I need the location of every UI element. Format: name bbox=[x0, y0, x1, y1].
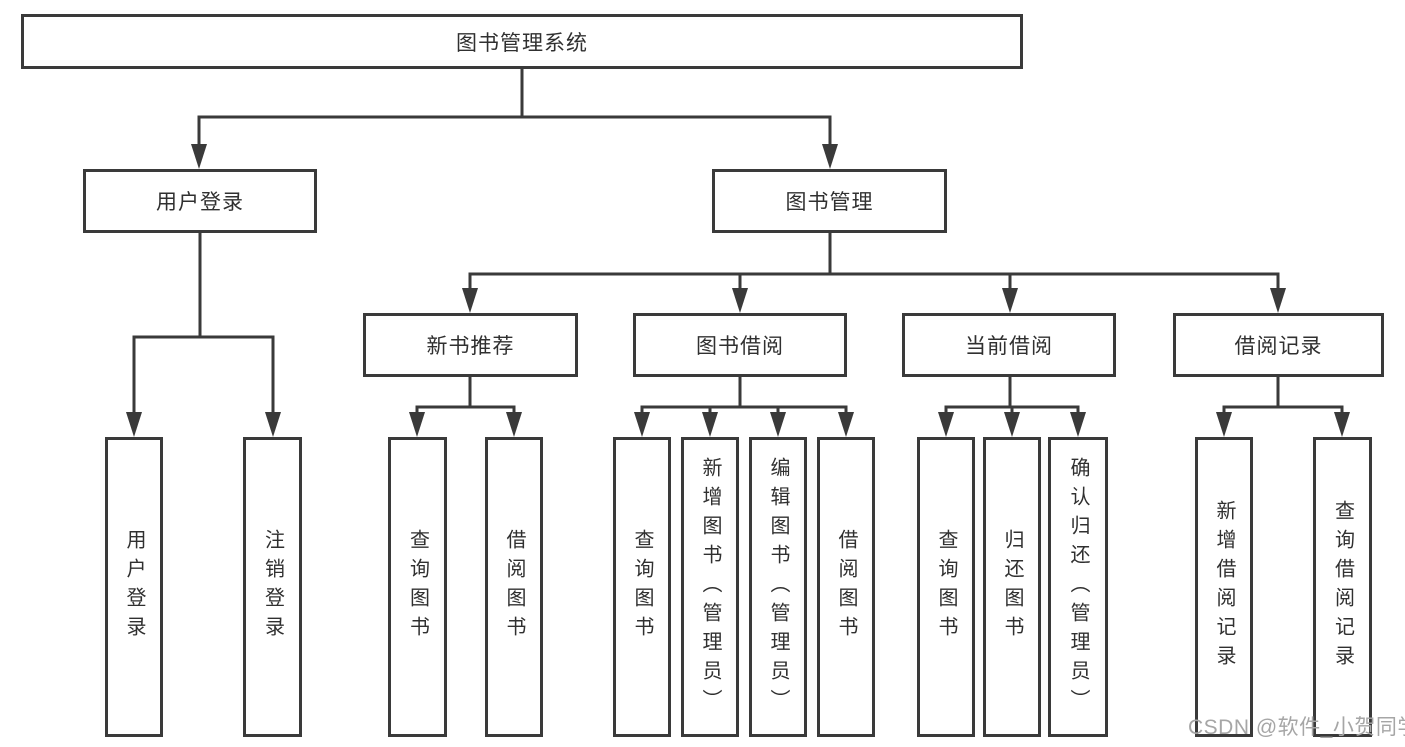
connector-line bbox=[640, 375, 848, 418]
leaf-label: 查询借阅记录 bbox=[1331, 500, 1354, 674]
node-book-management: 图书管理 bbox=[712, 169, 947, 233]
arrowhead bbox=[634, 412, 650, 437]
arrowhead bbox=[938, 412, 954, 437]
leaf-label: 用户登录 bbox=[123, 529, 145, 645]
arrowhead bbox=[838, 412, 854, 437]
node-book-borrow: 图书借阅 bbox=[633, 313, 847, 377]
node-label: 新书推荐 bbox=[426, 335, 515, 358]
connector-line bbox=[132, 231, 275, 418]
arrowhead bbox=[1334, 412, 1350, 437]
leaf-label: 借阅图书 bbox=[835, 529, 857, 645]
leaf-label: 查询图书 bbox=[406, 529, 429, 645]
leaf-borrow-books-recommend: 借阅图书 bbox=[485, 437, 543, 737]
connector-line bbox=[944, 375, 1080, 418]
leaf-label: 注销登录 bbox=[261, 529, 284, 645]
node-label: 用户登录 bbox=[156, 191, 244, 214]
node-label: 借阅记录 bbox=[1234, 335, 1323, 358]
arrowhead bbox=[1004, 412, 1020, 437]
arrowhead bbox=[1070, 412, 1086, 437]
connector-new-book-branch bbox=[409, 375, 522, 437]
arrowhead bbox=[702, 412, 718, 437]
leaf-logout: 注销登录 bbox=[243, 437, 302, 737]
connector-line bbox=[1222, 375, 1344, 418]
node-label: 图书借阅 bbox=[696, 335, 784, 358]
leaf-label: 归还图书 bbox=[1001, 529, 1023, 645]
node-user-login: 用户登录 bbox=[83, 169, 317, 233]
arrowhead bbox=[462, 288, 478, 313]
connector-borrow-records-branch bbox=[1216, 375, 1350, 437]
leaf-label: 借阅图书 bbox=[503, 529, 525, 645]
connector-current-borrow-branch bbox=[938, 375, 1086, 437]
leaf-edit-books-admin: 编辑图书（管理员） bbox=[749, 437, 807, 737]
node-label: 当前借阅 bbox=[965, 335, 1053, 358]
leaf-add-borrow-record: 新增借阅记录 bbox=[1195, 437, 1253, 737]
connector-user-login-branch bbox=[126, 231, 281, 437]
leaf-borrow-books: 借阅图书 bbox=[817, 437, 875, 737]
node-label: 图书管理系统 bbox=[456, 31, 588, 55]
node-current-borrow: 当前借阅 bbox=[902, 313, 1116, 377]
connector-root-to-level2 bbox=[191, 67, 838, 169]
leaf-user-login: 用户登录 bbox=[105, 437, 163, 737]
leaf-query-books-recommend: 查询图书 bbox=[388, 437, 447, 737]
arrowhead bbox=[191, 144, 207, 169]
connector-book-borrow-branch bbox=[634, 375, 854, 437]
arrowhead bbox=[265, 412, 281, 437]
node-borrow-records: 借阅记录 bbox=[1173, 313, 1384, 377]
arrowhead bbox=[1216, 412, 1232, 437]
connector-line bbox=[415, 375, 516, 418]
leaf-query-borrow-record: 查询借阅记录 bbox=[1313, 437, 1372, 737]
leaf-label: 新增图书（管理员） bbox=[699, 456, 721, 718]
node-library-system: 图书管理系统 bbox=[21, 14, 1023, 69]
arrowhead bbox=[126, 412, 142, 437]
leaf-query-books-borrow: 查询图书 bbox=[613, 437, 671, 737]
connector-line bbox=[468, 231, 1280, 294]
arrowhead bbox=[1002, 288, 1018, 313]
leaf-label: 确认归还（管理员） bbox=[1067, 456, 1089, 718]
leaf-query-books-current: 查询图书 bbox=[917, 437, 975, 737]
arrowhead bbox=[409, 412, 425, 437]
leaf-label: 查询图书 bbox=[631, 529, 653, 645]
arrowhead bbox=[732, 288, 748, 313]
leaf-add-books-admin: 新增图书（管理员） bbox=[681, 437, 739, 737]
node-label: 图书管理 bbox=[785, 191, 874, 214]
watermark: CSDN @软件_小贺同学 bbox=[1188, 716, 1405, 739]
leaf-label: 查询图书 bbox=[935, 529, 957, 645]
arrowhead bbox=[506, 412, 522, 437]
leaf-confirm-return-admin: 确认归还（管理员） bbox=[1048, 437, 1108, 737]
arrowhead bbox=[1270, 288, 1286, 313]
node-new-book-recommend: 新书推荐 bbox=[363, 313, 578, 377]
leaf-label: 编辑图书（管理员） bbox=[767, 456, 789, 718]
connector-line bbox=[197, 67, 832, 151]
arrowhead bbox=[770, 412, 786, 437]
leaf-return-books: 归还图书 bbox=[983, 437, 1041, 737]
arrowhead bbox=[822, 144, 838, 169]
leaf-label: 新增借阅记录 bbox=[1213, 500, 1235, 674]
connector-book-management-branch bbox=[462, 231, 1286, 313]
